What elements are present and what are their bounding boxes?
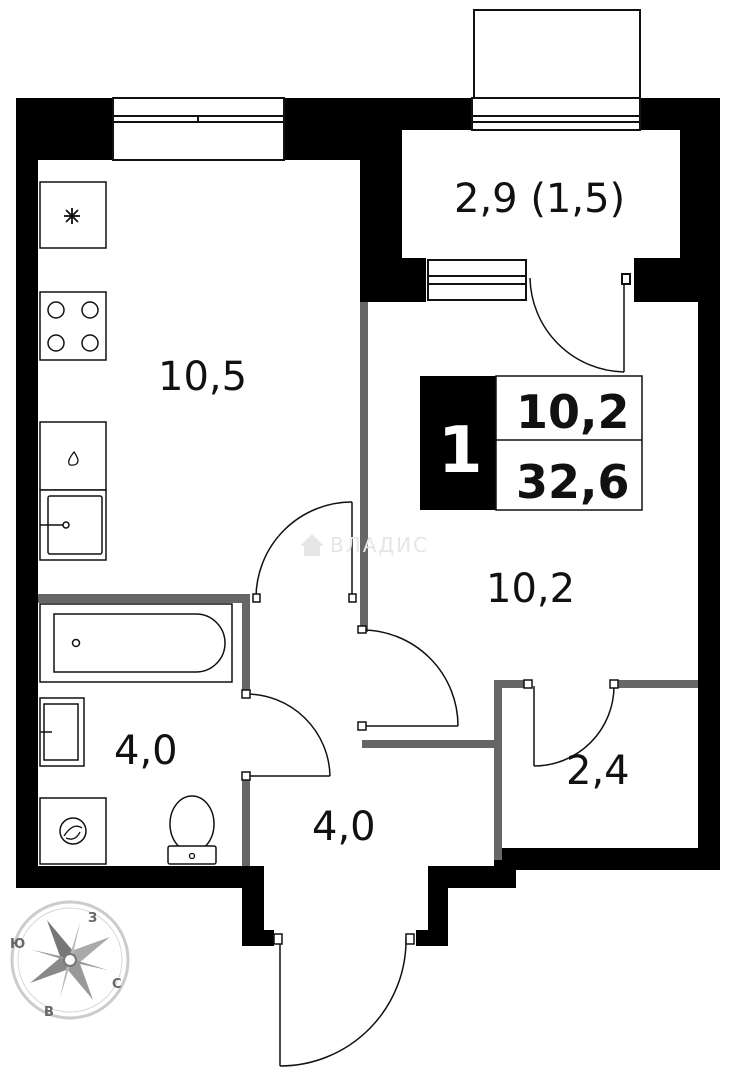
house-icon bbox=[300, 534, 324, 556]
fridge-icon bbox=[39, 181, 107, 249]
kitchen-window bbox=[112, 97, 285, 161]
room-count: 1 bbox=[438, 414, 483, 488]
compass-icon: З Ю С В bbox=[10, 900, 130, 1020]
balcony-door bbox=[427, 259, 631, 373]
compass-north: С bbox=[112, 977, 122, 992]
kitchen-area-label: 10,5 bbox=[158, 354, 247, 400]
storage-area-label: 2,4 bbox=[566, 748, 630, 794]
dishwasher-icon bbox=[39, 421, 107, 491]
partitions bbox=[38, 302, 698, 866]
hall-area-label: 4,0 bbox=[312, 804, 376, 850]
balcony-outer-frame bbox=[471, 9, 641, 131]
watermark: ВЛАДИС bbox=[300, 533, 429, 557]
living-area-label: 10,2 bbox=[486, 566, 575, 612]
bathroom-area-label: 4,0 bbox=[114, 728, 178, 774]
balcony-area-label: 2,9 (1,5) bbox=[454, 176, 625, 222]
compass-west: З bbox=[88, 911, 97, 926]
bathroom-sink-icon bbox=[39, 697, 85, 767]
badge-total-area: 32,6 bbox=[516, 455, 630, 509]
watermark-text: ВЛАДИС bbox=[330, 533, 429, 557]
stove-icon bbox=[39, 291, 107, 361]
apartment-badge: 1 10,2 32,6 bbox=[420, 375, 643, 511]
kitchen-sink-icon bbox=[39, 489, 107, 561]
outer-walls bbox=[16, 98, 720, 946]
badge-living-area: 10,2 bbox=[516, 385, 630, 439]
washing-machine-icon bbox=[39, 797, 107, 865]
toilet-icon bbox=[167, 795, 217, 865]
compass-east: В bbox=[44, 1005, 54, 1020]
compass-south: Ю bbox=[10, 937, 25, 952]
door-hinges bbox=[241, 593, 619, 945]
doors bbox=[245, 501, 615, 1067]
bathtub-icon bbox=[39, 603, 233, 683]
